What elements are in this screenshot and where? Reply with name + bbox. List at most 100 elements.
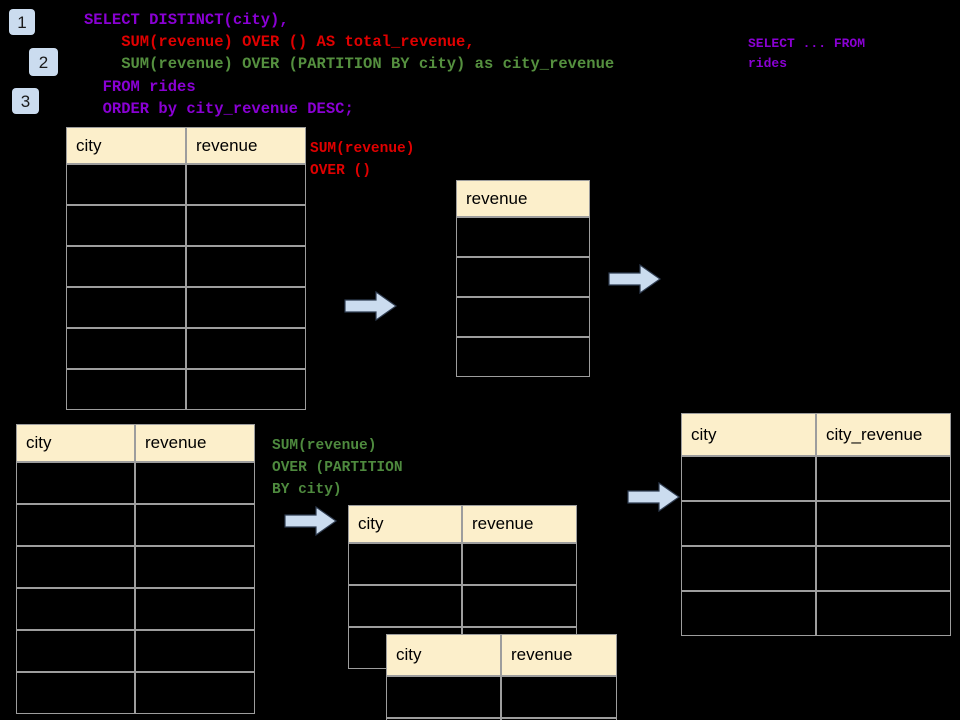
column-header-city-revenue: city_revenue	[816, 413, 951, 456]
table-cell	[456, 257, 590, 297]
column-header-revenue: revenue	[501, 634, 617, 676]
table-row	[16, 672, 255, 714]
table-cell	[135, 672, 255, 714]
table-row	[456, 297, 590, 337]
column-header-city: city	[348, 505, 462, 543]
table-header-row: revenue	[456, 180, 590, 217]
table-cell	[186, 164, 306, 205]
table-cell	[501, 718, 617, 720]
table-cell	[16, 504, 135, 546]
table-cell	[456, 217, 590, 257]
table-row	[681, 501, 951, 546]
table-cell	[816, 546, 951, 591]
table-cell	[386, 676, 501, 718]
sql-line-1: SELECT DISTINCT(city),	[84, 11, 289, 29]
table-cell	[462, 543, 577, 585]
table-cell	[462, 585, 577, 627]
table-cell	[186, 328, 306, 369]
table-city-revenue-result: city city_revenue	[681, 413, 951, 636]
table-row	[66, 246, 306, 287]
step-badge-2-label: 2	[38, 52, 49, 72]
table-cell	[816, 501, 951, 546]
arrow-total-to-next	[608, 263, 662, 300]
arrow-partition-to-result	[627, 481, 681, 518]
table-row	[16, 504, 255, 546]
arrow-source-to-total	[344, 290, 398, 327]
callout-select-from-rides: SELECT ... FROM rides	[748, 34, 865, 74]
column-header-revenue: revenue	[135, 424, 255, 462]
step-badge-3[interactable]: 3	[12, 88, 39, 114]
table-header-row: city revenue	[386, 634, 617, 676]
table-cell	[186, 246, 306, 287]
column-header-revenue: revenue	[456, 180, 590, 217]
table-cell	[135, 462, 255, 504]
sql-line-5-text: ORDER by city_revenue DESC;	[84, 100, 354, 118]
sql-line-4-text: FROM rides	[84, 78, 196, 96]
sql-line-3: SUM(revenue) OVER (PARTITION BY city) as…	[84, 55, 614, 73]
table-cell	[816, 591, 951, 636]
table-row	[66, 287, 306, 328]
sql-line-3-text: SUM(revenue) OVER (PARTITION BY city) as…	[84, 55, 615, 73]
table-cell	[348, 543, 462, 585]
table-row	[386, 718, 617, 720]
column-header-city: city	[16, 424, 135, 462]
table-cell	[186, 369, 306, 410]
table-cell	[135, 630, 255, 672]
callout-sum-over-empty-text: SUM(revenue) OVER ()	[310, 141, 415, 179]
step-badge-1-label: 1	[17, 12, 27, 32]
table-row	[16, 462, 255, 504]
table-cell	[186, 287, 306, 328]
table-cell	[681, 546, 816, 591]
column-header-city: city	[386, 634, 501, 676]
sql-line-2: SUM(revenue) OVER () AS total_revenue,	[84, 33, 475, 51]
table-cell	[456, 297, 590, 337]
table-row	[66, 205, 306, 246]
sql-line-4: FROM rides	[84, 78, 196, 96]
table-cell	[348, 585, 462, 627]
table-cell	[16, 630, 135, 672]
arrow-right-icon	[627, 481, 681, 513]
table-row	[681, 456, 951, 501]
table-header-row: city city_revenue	[681, 413, 951, 456]
table-cell	[16, 462, 135, 504]
table-cell	[66, 246, 186, 287]
table-row	[16, 546, 255, 588]
arrow-right-icon	[344, 290, 398, 322]
step-badge-1[interactable]: 1	[9, 9, 35, 35]
column-header-city: city	[681, 413, 816, 456]
sql-line-1-text: SELECT DISTINCT(city),	[84, 11, 289, 29]
table-rides-source-2: city revenue	[16, 424, 255, 714]
arrow-right-icon	[608, 263, 662, 295]
table-cell	[135, 546, 255, 588]
table-cell	[16, 546, 135, 588]
table-cell	[66, 369, 186, 410]
step-badge-2[interactable]: 2	[29, 48, 58, 76]
callout-sum-over-partition-text: SUM(revenue) OVER (PARTITION BY city)	[272, 438, 403, 498]
callout-sum-over-partition: SUM(revenue) OVER (PARTITION BY city)	[272, 435, 403, 501]
table-row	[348, 585, 577, 627]
table-row	[681, 546, 951, 591]
callout-select-from-rides-text: SELECT ... FROM rides	[748, 36, 866, 71]
table-header-row: city revenue	[66, 127, 306, 164]
table-header-row: city revenue	[348, 505, 577, 543]
table-row	[66, 164, 306, 205]
table-row	[16, 630, 255, 672]
arrow-source2-to-partition	[284, 505, 338, 542]
callout-sum-over-empty: SUM(revenue) OVER ()	[310, 138, 414, 182]
table-row	[386, 676, 617, 718]
sql-line-5: ORDER by city_revenue DESC;	[84, 100, 354, 118]
table-total-revenue: revenue	[456, 180, 590, 377]
sql-line-2-text: SUM(revenue) OVER () AS total_revenue,	[84, 33, 475, 51]
table-cell	[681, 456, 816, 501]
table-cell	[66, 328, 186, 369]
table-cell	[66, 164, 186, 205]
table-cell	[66, 287, 186, 328]
table-cell	[16, 588, 135, 630]
table-rides-source: city revenue	[66, 127, 306, 410]
table-row	[456, 337, 590, 377]
table-cell	[386, 718, 501, 720]
table-cell	[66, 205, 186, 246]
table-cell	[186, 205, 306, 246]
table-cell	[501, 676, 617, 718]
